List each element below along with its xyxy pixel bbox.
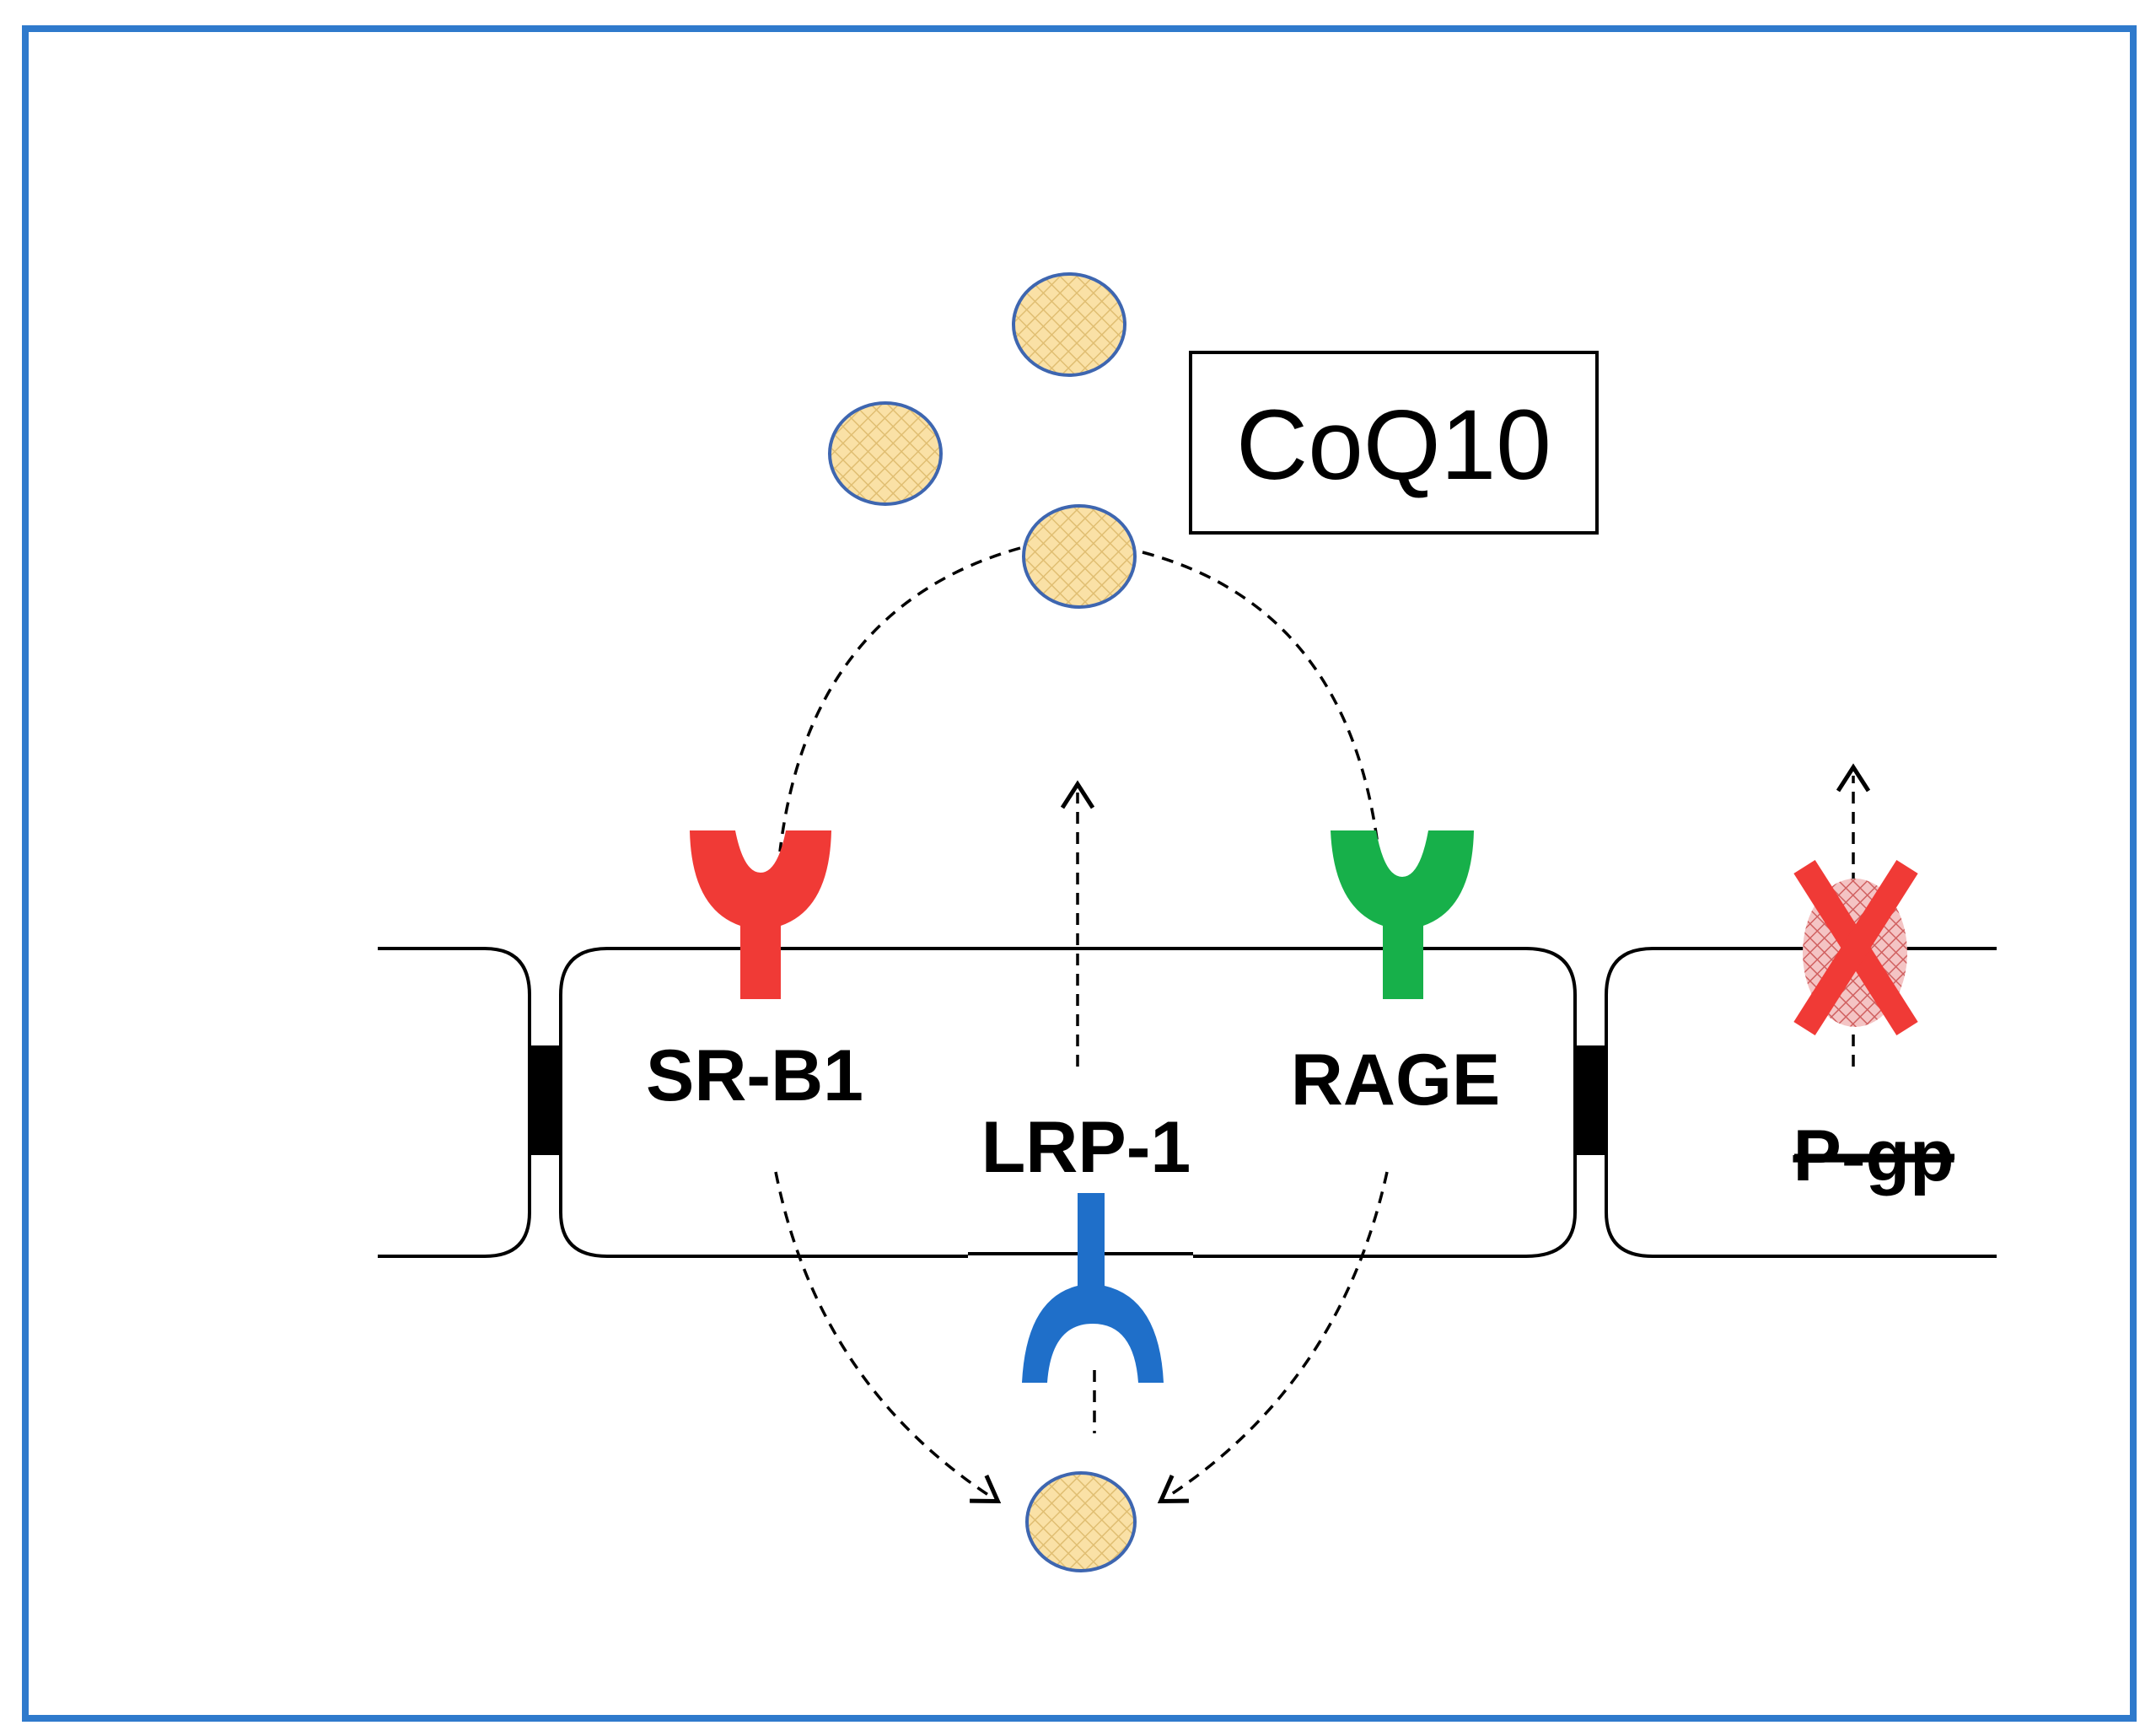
left-cell-outline: [378, 947, 531, 1258]
middle-cell-outline: [559, 947, 1577, 1258]
path-particle-to-srb1: [778, 546, 1021, 852]
coq10-particles: [828, 272, 1137, 1572]
coq10-label: CoQ10: [1236, 390, 1551, 501]
rage-label: RAGE: [1291, 1040, 1500, 1121]
cross-mark-icon: [1793, 859, 1918, 1036]
right-cell-outline: [1605, 947, 1997, 1258]
transport-paths: [774, 546, 1853, 1497]
coq10-particle-icon: [1022, 504, 1137, 609]
cell-membranes: [378, 947, 1997, 1258]
coq10-label-box: CoQ10: [1189, 351, 1599, 535]
coq10-particle-icon: [828, 401, 943, 506]
srb1-receptor-icon: [690, 830, 831, 999]
path-srb1-to-bottom-particle: [774, 1171, 991, 1497]
frame-border: [22, 25, 2137, 1722]
path-particle-to-rage: [1142, 551, 1380, 852]
coq10-particle-icon: [1025, 1471, 1137, 1572]
tight-junction-left: [530, 1045, 561, 1155]
path-rage-to-bottom-particle: [1168, 1171, 1389, 1497]
lrp1-label: LRP-1: [981, 1107, 1191, 1188]
tight-junction-right: [1575, 1045, 1606, 1155]
srb1-label: SR-B1: [646, 1035, 863, 1116]
rage-receptor-icon: [1331, 830, 1474, 999]
coq10-particle-icon: [1012, 272, 1126, 377]
lrp1-receptor-icon: [1022, 1193, 1164, 1383]
